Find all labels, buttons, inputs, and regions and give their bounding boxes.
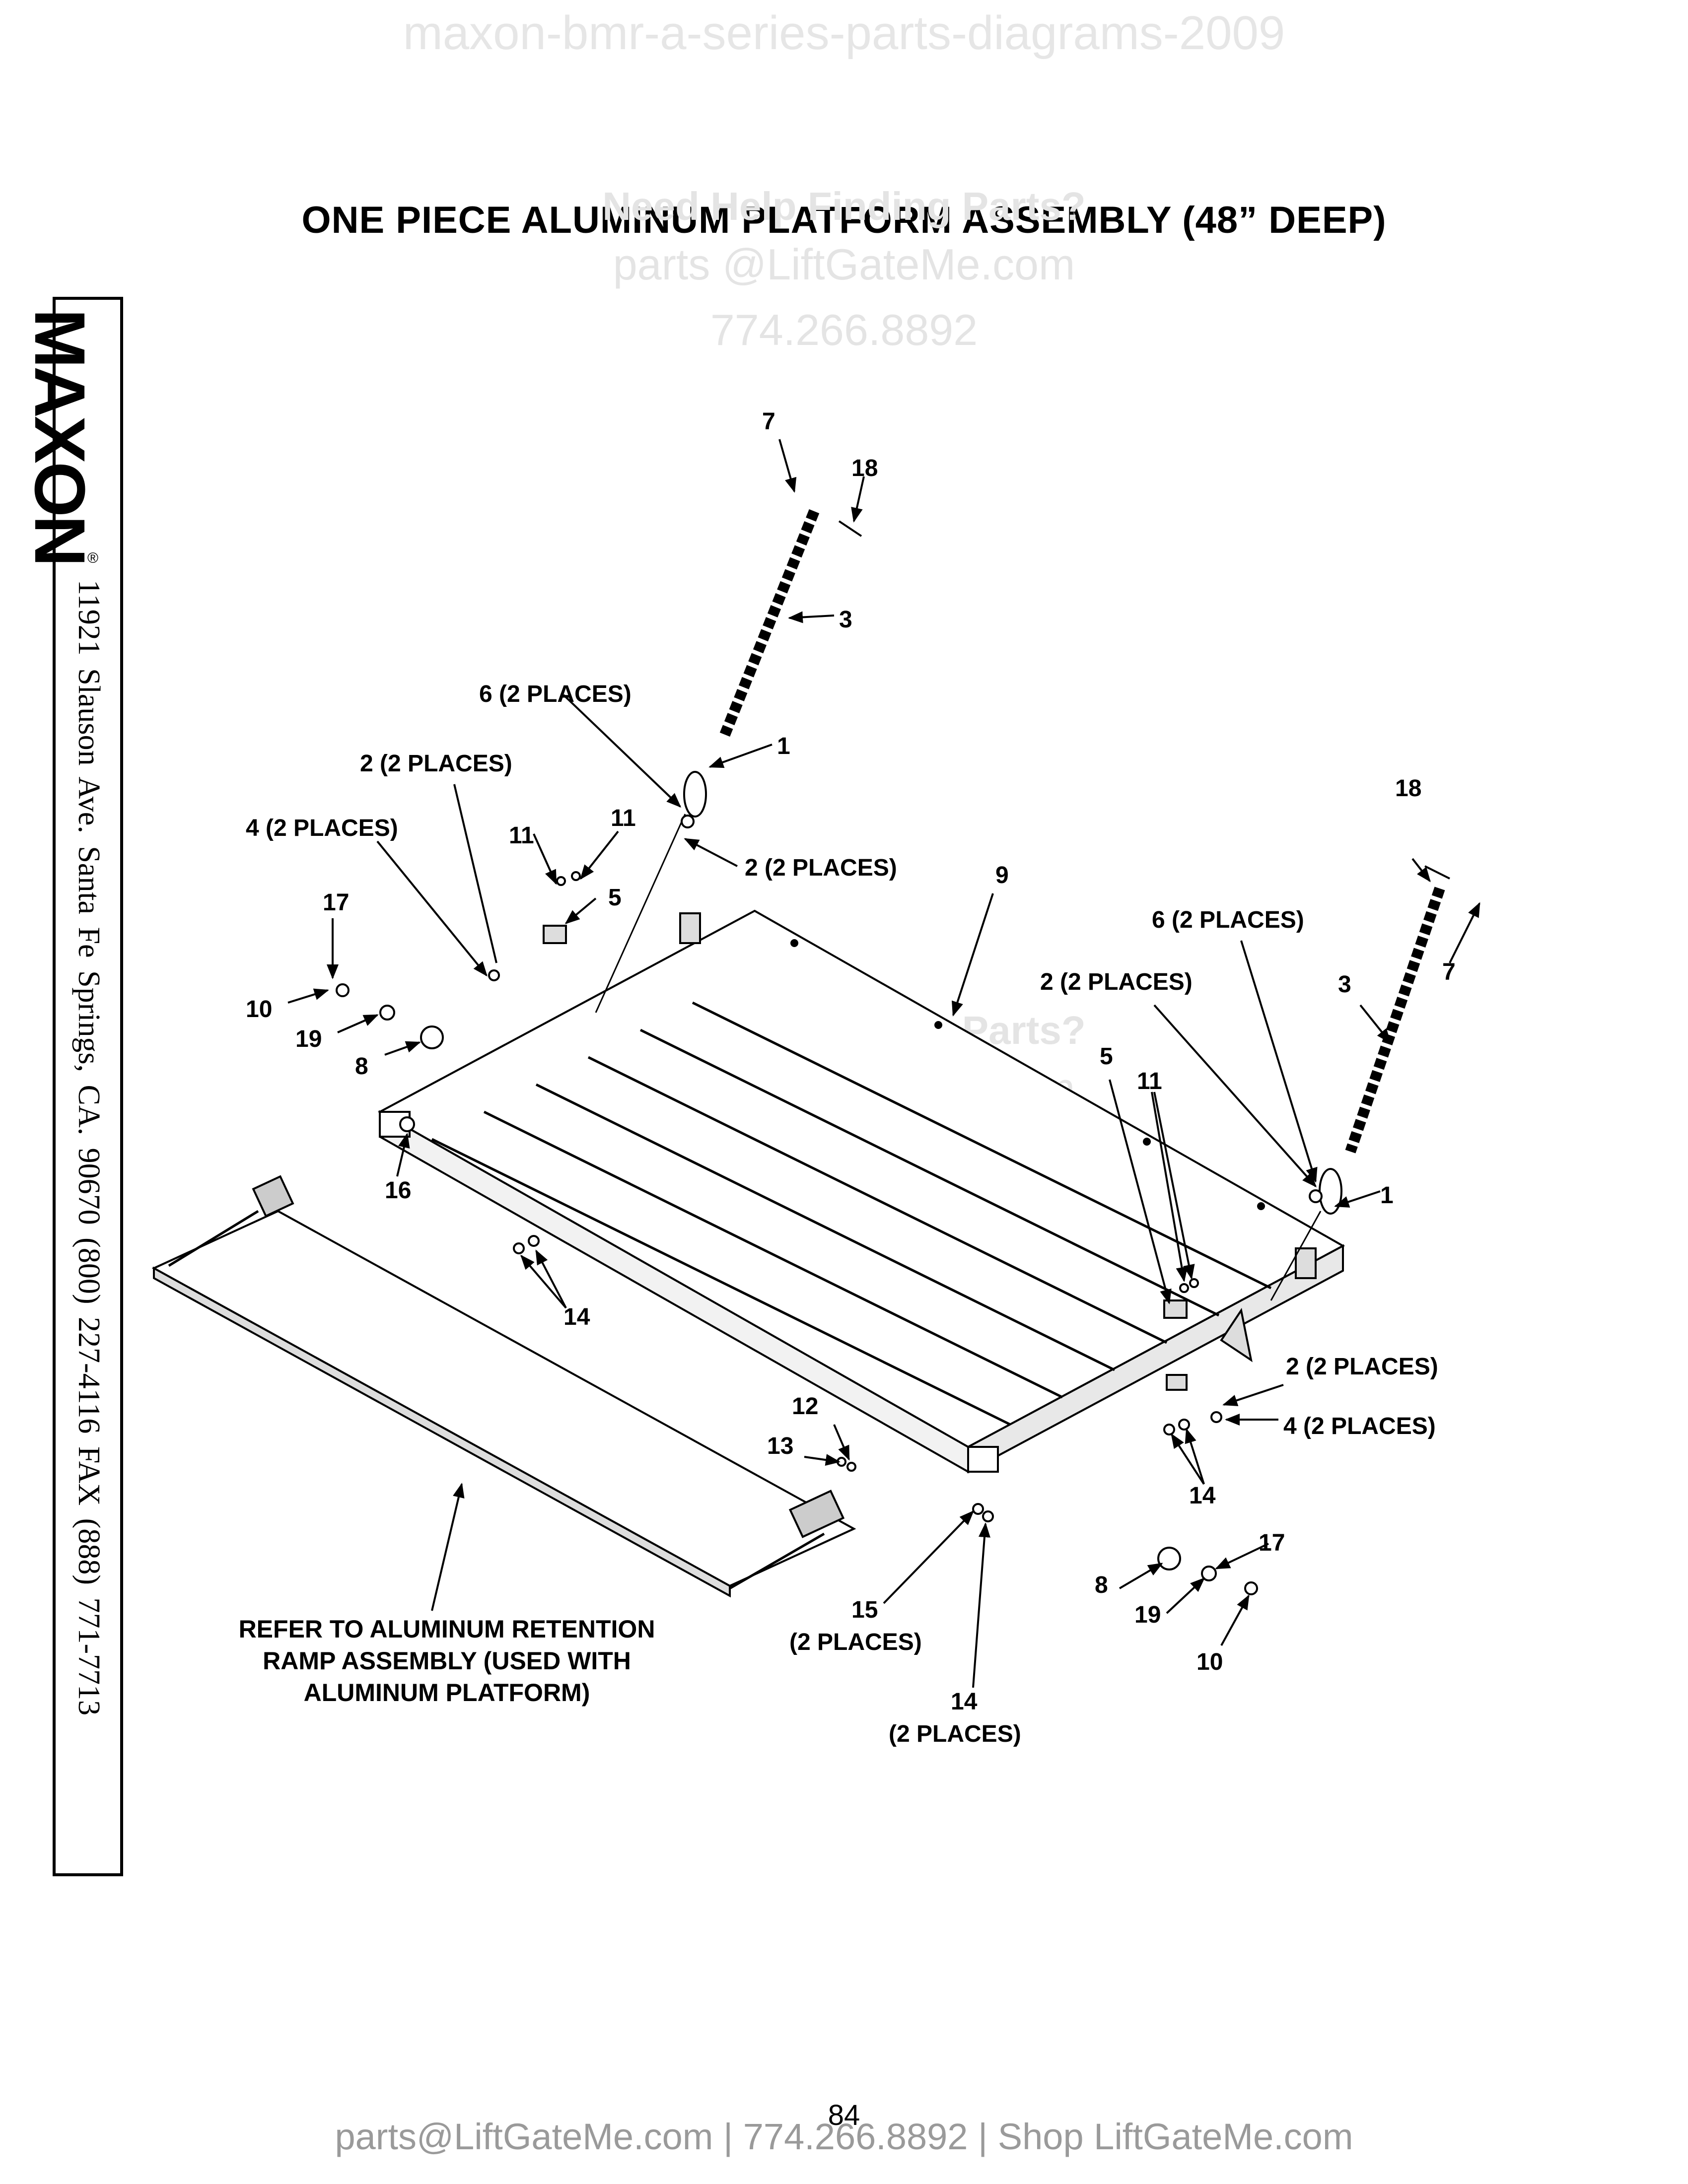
bushing-8-left xyxy=(420,1025,444,1049)
nut-14e xyxy=(972,1503,984,1515)
bushing-8-right xyxy=(1157,1547,1181,1570)
callout-19: 19 xyxy=(1134,1602,1161,1628)
shackle-pin-1r xyxy=(1309,1189,1323,1203)
hinge-plate-5b xyxy=(543,925,567,944)
footer-contact: parts@LiftGateMe.com | 774.266.8892 | Sh… xyxy=(335,2116,1353,2157)
pin-12 xyxy=(846,1462,856,1472)
nut-14f xyxy=(982,1510,994,1522)
callout-7: 7 xyxy=(762,409,775,435)
platform-rear-rail xyxy=(754,910,1343,1247)
callout-14: 14 xyxy=(951,1689,978,1715)
watermark-upper: Need Help Finding Parts? parts @LiftGate… xyxy=(0,184,1688,355)
nut-14d xyxy=(1178,1419,1190,1431)
callout-9: 9 xyxy=(995,862,1009,888)
callout-6-2-places: 6 (2 PLACES) xyxy=(1152,907,1304,933)
registered-mark: ® xyxy=(87,550,99,566)
nut-14b xyxy=(528,1235,540,1247)
callout-17: 17 xyxy=(1259,1530,1285,1556)
callout-13: 13 xyxy=(767,1433,794,1459)
nut-14a xyxy=(513,1242,525,1254)
roller-16 xyxy=(399,1116,415,1132)
callout-2-2-places: 2 (2 PLACES) xyxy=(360,751,512,777)
callout-19: 19 xyxy=(295,1026,322,1052)
callout-10: 10 xyxy=(1196,1649,1223,1675)
callout-11: 11 xyxy=(509,822,534,849)
hinge-plate-5 xyxy=(1163,1299,1188,1319)
watermark-top: maxon-bmr-a-series-parts-diagrams-2009 xyxy=(403,6,1285,60)
hardware xyxy=(336,815,1323,1595)
ramp-plate-edge xyxy=(153,1266,731,1598)
callout-2-2-places: 2 (2 PLACES) xyxy=(745,855,897,881)
note-line-3: ALUMINUM PLATFORM) xyxy=(303,1679,590,1706)
bolt-11d xyxy=(1189,1278,1199,1288)
platform-ribs xyxy=(431,1001,1272,1426)
callout-6-2-places: 6 (2 PLACES) xyxy=(479,681,632,707)
callout-11: 11 xyxy=(611,805,636,831)
watermark-line-3: 774.266.8892 xyxy=(710,305,978,354)
leader-lines xyxy=(287,439,1480,1688)
callout-18: 18 xyxy=(851,455,878,481)
washer-19-left xyxy=(379,1005,395,1021)
shackle-pin-1l xyxy=(681,815,695,828)
watermark-line-2: parts @LiftGateMe.com xyxy=(613,240,1075,289)
ramp-hinge-right xyxy=(788,1490,845,1538)
note-line-2: RAMP ASSEMBLY (USED WITH xyxy=(263,1647,631,1675)
corner-box-right xyxy=(967,1446,999,1473)
callout-18: 18 xyxy=(1395,775,1422,802)
bracket-right xyxy=(1295,1247,1317,1279)
bracket-left xyxy=(679,912,701,944)
ramp-hinge-left xyxy=(252,1175,294,1218)
callout-15-places: (2 PLACES) xyxy=(789,1629,922,1655)
shackle-right xyxy=(1319,1168,1342,1215)
callout-1: 1 xyxy=(777,733,790,759)
callout-15: 15 xyxy=(851,1597,878,1623)
page-number: 84 xyxy=(828,2099,860,2131)
callout-14: 14 xyxy=(563,1304,590,1330)
ramp-reference-note: REFER TO ALUMINUM RETENTION RAMP ASSEMBL… xyxy=(209,1613,685,1708)
platform xyxy=(377,909,1345,1474)
bolt-11b xyxy=(571,871,581,881)
chain-right xyxy=(1345,887,1445,1154)
callout-16: 16 xyxy=(385,1177,412,1204)
nut-4-left xyxy=(488,969,500,981)
shackle-left xyxy=(683,771,707,818)
page-title: ONE PIECE ALUMINUM PLATFORM ASSEMBLY (48… xyxy=(301,199,1387,241)
callout-8: 8 xyxy=(1095,1572,1108,1598)
bolt-10-right xyxy=(1244,1581,1258,1595)
callout-11: 11 xyxy=(1137,1068,1162,1094)
bolt-11c xyxy=(1179,1283,1189,1293)
watermark-line-1: Need Help Finding Parts? xyxy=(602,184,1086,228)
callout-1: 1 xyxy=(1380,1182,1394,1209)
chain-left xyxy=(719,509,820,737)
callout-12: 12 xyxy=(792,1393,819,1420)
company-sidebar xyxy=(53,297,123,1876)
callout-7: 7 xyxy=(1442,959,1456,985)
bolt-11a xyxy=(556,876,566,886)
callout-3: 3 xyxy=(839,607,852,633)
callout-17: 17 xyxy=(323,889,350,916)
callout-2-2-places: 2 (2 PLACES) xyxy=(1040,969,1193,995)
callout-3: 3 xyxy=(1338,971,1351,998)
note-line-1: REFER TO ALUMINUM RETENTION xyxy=(238,1615,655,1643)
callout-5: 5 xyxy=(1100,1043,1113,1070)
nut-14c xyxy=(1163,1424,1175,1435)
ramp xyxy=(151,1175,856,1598)
callout-5: 5 xyxy=(608,885,622,911)
washer-19-right xyxy=(1201,1566,1217,1581)
bolt-10-left xyxy=(336,983,350,997)
callout-10: 10 xyxy=(246,996,273,1023)
nut-4-right xyxy=(1210,1411,1222,1423)
callout-14-places: (2 PLACES) xyxy=(889,1721,1021,1747)
callout-4-2-places: 4 (2 PLACES) xyxy=(246,815,398,841)
gusset xyxy=(1220,1307,1253,1363)
hinge-plate xyxy=(1166,1374,1188,1391)
pin-18-left xyxy=(838,520,862,537)
callout-2-2-places: 2 (2 PLACES) xyxy=(1286,1354,1438,1380)
callout-14: 14 xyxy=(1189,1483,1216,1509)
pin-18-right xyxy=(1424,865,1450,880)
callout-4-2-places: 4 (2 PLACES) xyxy=(1283,1413,1436,1439)
callout-8: 8 xyxy=(355,1053,368,1080)
